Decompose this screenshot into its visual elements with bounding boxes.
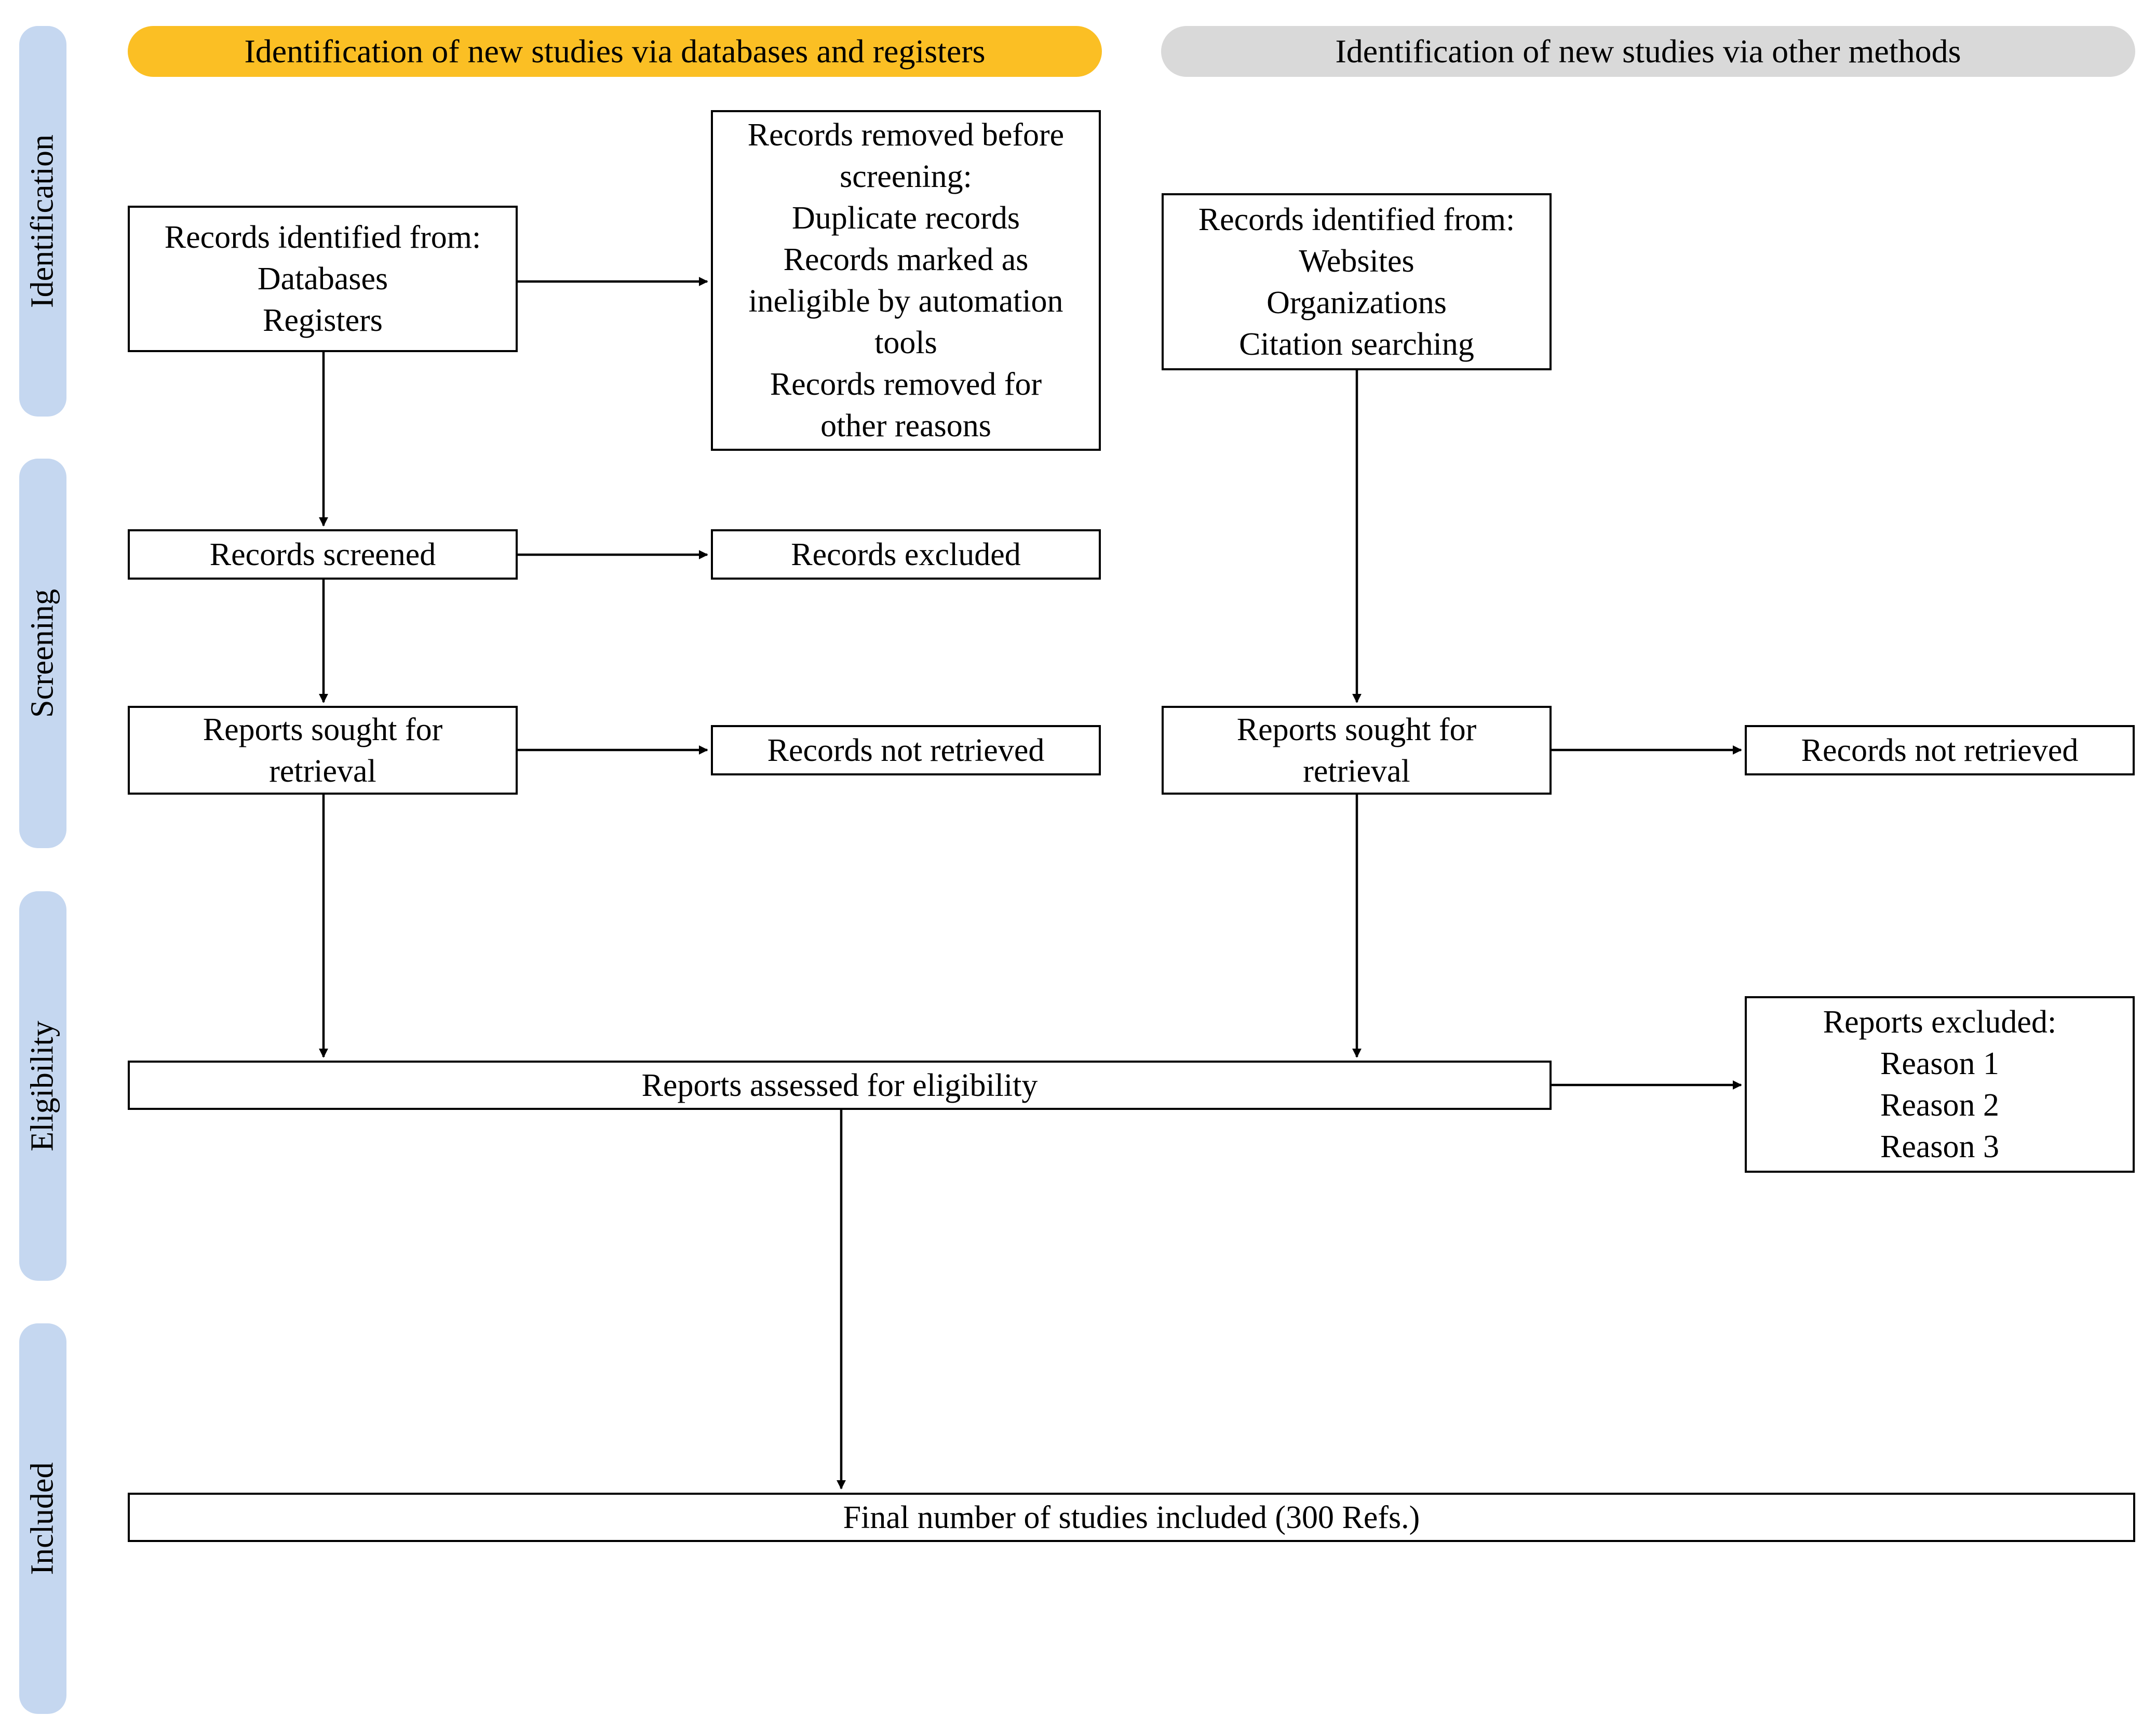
box-line: Reports sought for — [1236, 712, 1477, 747]
box-line: retrieval — [1303, 753, 1410, 789]
box-db-records-not-retrieved: Records not retrieved — [711, 725, 1101, 775]
header-databases: Identification of new studies via databa… — [128, 26, 1102, 77]
box-line: Records marked as — [783, 242, 1029, 277]
box-line: other reasons — [820, 408, 991, 444]
box-line: Databases — [257, 261, 388, 297]
box-line: Reason 1 — [1880, 1046, 2000, 1081]
box-line: Registers — [263, 303, 383, 338]
box-line: Websites — [1299, 243, 1414, 279]
box-line: Records screened — [209, 537, 436, 572]
box-line: Records identified from: — [1198, 202, 1515, 237]
box-reports-assessed: Reports assessed for eligibility — [128, 1061, 1552, 1110]
box-line: Final number of studies included (300 Re… — [843, 1499, 1420, 1535]
box-line: Citation searching — [1239, 326, 1474, 362]
box-line: screening: — [840, 159, 972, 194]
header-other-methods: Identification of new studies via other … — [1161, 26, 2135, 77]
box-db-records-identified: Records identified from: Databases Regis… — [128, 206, 518, 352]
box-line: Reason 2 — [1880, 1088, 2000, 1123]
box-line: Duplicate records — [792, 200, 1020, 236]
box-line: Organizations — [1266, 285, 1447, 320]
box-final-included: Final number of studies included (300 Re… — [128, 1493, 2135, 1542]
box-db-reports-sought: Reports sought for retrieval — [128, 706, 518, 795]
box-other-records-identified: Records identified from: Websites Organi… — [1162, 193, 1552, 370]
box-line: Reports sought for — [203, 712, 443, 747]
box-line: Records removed before — [747, 117, 1064, 153]
phase-bar-identification — [19, 26, 66, 417]
box-line: Reason 3 — [1880, 1129, 2000, 1164]
box-line: tools — [874, 325, 937, 360]
phase-bar-screening — [19, 459, 66, 848]
box-line: ineligible by automation — [748, 284, 1063, 319]
box-db-records-excluded: Records excluded — [711, 529, 1101, 580]
box-other-reports-sought: Reports sought for retrieval — [1162, 706, 1552, 795]
box-line: Records not retrieved — [1801, 732, 2079, 768]
box-line: Reports excluded: — [1823, 1004, 2057, 1040]
box-line: Records identified from: — [164, 220, 481, 255]
box-line: Records not retrieved — [767, 732, 1045, 768]
phase-bar-included — [19, 1323, 66, 1714]
box-db-records-screened: Records screened — [128, 529, 518, 580]
box-other-records-not-retrieved: Records not retrieved — [1745, 725, 2135, 775]
phase-bar-eligibility — [19, 891, 66, 1281]
box-line: Records excluded — [791, 537, 1021, 572]
box-db-records-removed: Records removed before screening: Duplic… — [711, 110, 1101, 451]
box-reports-excluded: Reports excluded: Reason 1 Reason 2 Reas… — [1745, 996, 2135, 1173]
box-line: Records removed for — [770, 367, 1042, 402]
box-line: retrieval — [269, 753, 376, 789]
box-line: Reports assessed for eligibility — [641, 1067, 1038, 1103]
